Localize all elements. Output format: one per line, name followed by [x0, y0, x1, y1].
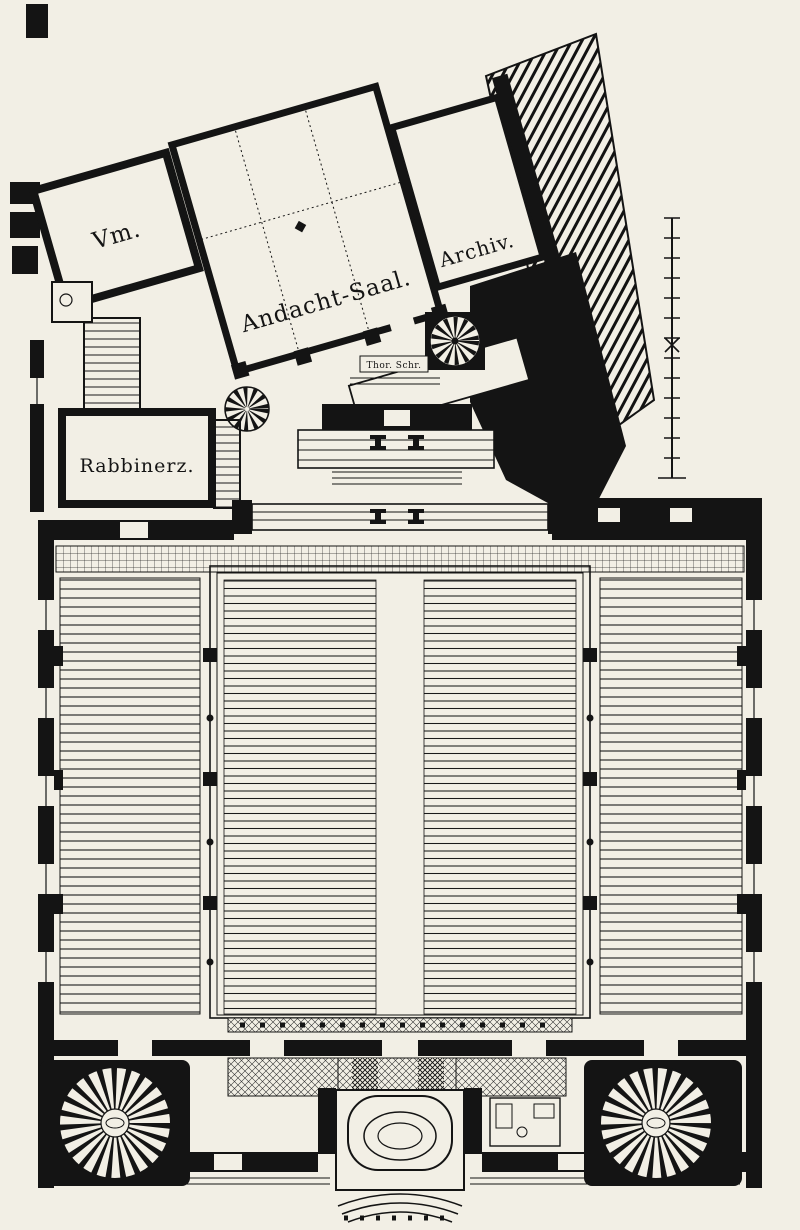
main-hall-walls: [36, 498, 764, 1188]
spiral-stair-a: [425, 312, 485, 370]
right-wall-windows: [744, 600, 764, 982]
rabbi-room: Rabbinerz.: [58, 408, 216, 508]
label-torah-shrine: Thor. Schr.: [367, 361, 422, 371]
top-wall-right: [552, 498, 762, 540]
ceiling-boss: [294, 220, 307, 233]
room-prayer-hall: [167, 82, 446, 377]
entrance-steps: [337, 1193, 463, 1207]
seating-bank-left: [59, 577, 201, 1015]
torah-shrine: Thor. Schr.: [350, 355, 440, 385]
left-wall: [38, 520, 54, 1188]
left-wall-windows: [36, 600, 56, 982]
centre-block-inner: [216, 572, 584, 1016]
gallery-band: [55, 545, 745, 573]
scale-cross-mark: [664, 337, 680, 353]
ark-columns-upper: [370, 435, 424, 450]
seating-bank-centre-right: [423, 579, 577, 1015]
wall-pilasters: [54, 646, 746, 914]
stair-run-mid: [213, 419, 241, 509]
label-rabbi-room: Rabbinerz.: [79, 455, 194, 477]
wing-door-gap: [389, 315, 415, 332]
masonry-mass: [470, 252, 626, 524]
annex-wing: Vm. Andacht-Saal. Archiv.: [28, 73, 566, 380]
stair-run-left: [83, 317, 141, 415]
main-entrance: [318, 1088, 482, 1223]
service-rooms: [489, 1097, 561, 1147]
stair-tower-left: [40, 1060, 190, 1186]
scale-ticks: [658, 217, 686, 479]
spiral-stair-b: [224, 386, 270, 432]
seating-bank-centre-left: [223, 579, 377, 1015]
transverse-wall: [38, 1040, 762, 1056]
plinth-lines: [60, 1177, 740, 1185]
boundary-wall-fragments: [10, 4, 48, 274]
columns: [203, 648, 597, 966]
scale-bar: [658, 217, 686, 479]
main-hall-interior: [54, 545, 746, 1033]
seating-bank-right: [599, 577, 743, 1015]
room-vestibule: [28, 147, 204, 312]
annex-outer-wall: [30, 340, 44, 512]
stair-tower-right: [584, 1060, 742, 1186]
wing-end-wall: [491, 73, 566, 280]
ark-columns-lower: [370, 509, 424, 524]
side-room: [51, 281, 93, 323]
